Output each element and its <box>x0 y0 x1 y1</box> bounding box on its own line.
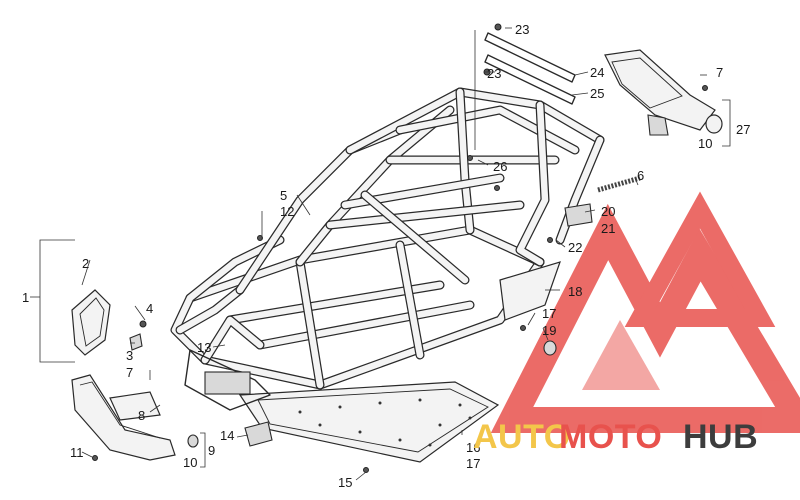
watermark-logo <box>490 191 800 433</box>
callout-24: 24 <box>590 65 604 80</box>
callout-23-mid: 23 <box>487 66 501 81</box>
callout-20: 20 <box>601 204 615 219</box>
callout-11: 11 <box>70 445 84 460</box>
callout-14: 14 <box>220 428 234 443</box>
skid-plate <box>238 381 500 463</box>
callout-7-rear: 7 <box>716 65 723 80</box>
callout-7-front: 7 <box>126 365 133 380</box>
callout-6: 6 <box>637 168 644 183</box>
callout-16: 16 <box>466 440 480 455</box>
watermark-text: AUTO MOTO HUB <box>473 418 758 456</box>
callout-27: 27 <box>736 122 750 137</box>
leader-lines <box>30 27 731 481</box>
main-frame <box>170 87 605 411</box>
callout-12: 12 <box>280 204 294 219</box>
callout-25: 25 <box>590 86 604 101</box>
callout-10-rear: 10 <box>698 136 712 151</box>
watermark-moto: MOTO <box>559 418 662 456</box>
callouts: 1 2 3 4 5 6 7 7 8 9 10 10 11 12 13 14 15… <box>22 22 750 490</box>
callout-3: 3 <box>126 348 133 363</box>
callout-21: 21 <box>601 221 615 236</box>
callout-4: 4 <box>146 301 153 316</box>
callout-9: 9 <box>208 443 215 458</box>
callout-22: 22 <box>568 240 582 255</box>
front-bumper <box>71 374 199 461</box>
callout-15: 15 <box>338 475 352 490</box>
rear-bumper <box>604 49 723 136</box>
callout-17-right: 17 <box>542 306 556 321</box>
callout-19: 19 <box>542 323 556 338</box>
roof-rails <box>483 23 576 105</box>
callout-8: 8 <box>138 408 145 423</box>
callout-26: 26 <box>493 159 507 174</box>
callout-17-bottom: 17 <box>466 456 480 471</box>
callout-10-front: 10 <box>183 455 197 470</box>
callout-13: 13 <box>197 340 211 355</box>
callout-1: 1 <box>22 290 29 305</box>
callout-5: 5 <box>280 188 287 203</box>
watermark-auto: AUTO <box>473 418 571 456</box>
small-parts <box>244 155 641 473</box>
callout-2: 2 <box>82 256 89 271</box>
callout-23-top: 23 <box>515 22 529 37</box>
watermark-hub: HUB <box>683 418 758 456</box>
front-panel <box>71 289 147 356</box>
callout-18: 18 <box>568 284 582 299</box>
